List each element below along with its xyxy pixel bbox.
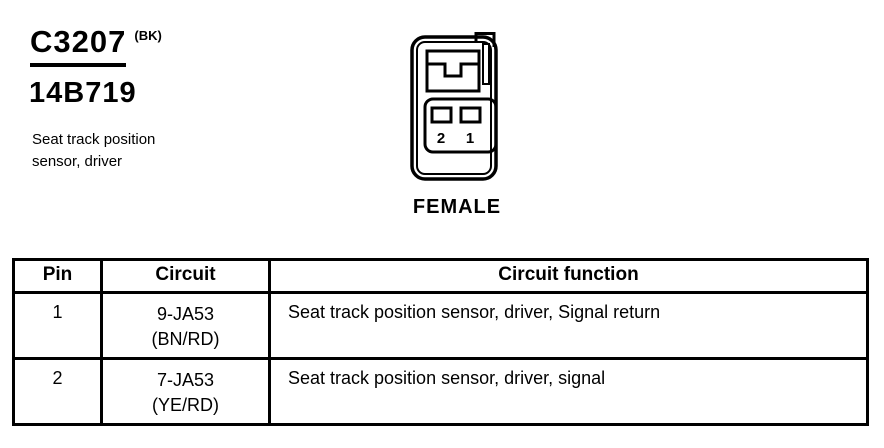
circuit-cell: 7-JA53 (YE/RD) xyxy=(100,357,271,426)
socket-pin-2 xyxy=(430,106,453,124)
circuit-function-cell: Seat track position sensor, driver, sign… xyxy=(268,357,869,426)
connector-inner-shell xyxy=(416,41,492,175)
connector-diagram: 2 1 xyxy=(410,32,498,181)
socket-pin-1 xyxy=(459,106,482,124)
part-number: 14B719 xyxy=(29,77,137,109)
col-header-circuit-function: Circuit function xyxy=(268,258,869,294)
connector-description: Seat track position sensor, driver xyxy=(32,129,155,173)
connector-id: C3207 xyxy=(30,25,127,67)
table-row-pin-2: 2 7-JA53 (YE/RD) Seat track position sen… xyxy=(12,357,869,426)
connector-description-line2: sensor, driver xyxy=(32,153,123,170)
pin-number-cell: 2 xyxy=(12,357,103,426)
connector-figure: 2 1 FEMALE xyxy=(408,31,506,219)
connector-latch-notch xyxy=(428,62,478,78)
connector-latch-housing xyxy=(425,49,481,93)
pinout-table: Pin Circuit Circuit function 1 9-JA53 (B… xyxy=(12,258,869,426)
circuit-function-cell: Seat track position sensor, driver, Sign… xyxy=(268,291,869,360)
circuit-wire-color: (YE/RD) xyxy=(152,395,219,415)
pin-number-cell: 1 xyxy=(12,291,103,360)
pin-label-1: 1 xyxy=(466,130,474,147)
circuit-code: 9-JA53 xyxy=(156,304,215,324)
connector-id-row: C3207 (BK) xyxy=(30,25,162,67)
col-header-circuit: Circuit xyxy=(100,258,271,294)
connector-gender-label: FEMALE xyxy=(412,196,502,218)
table-header-row: Pin Circuit Circuit function xyxy=(12,258,869,294)
circuit-cell: 9-JA53 (BN/RD) xyxy=(100,291,271,360)
col-header-pin: Pin xyxy=(12,258,103,294)
circuit-code: 7-JA53 xyxy=(156,370,215,390)
connector-color-code: (BK) xyxy=(134,28,162,43)
connector-cavity xyxy=(423,97,498,154)
pin-label-2: 2 xyxy=(437,130,445,147)
circuit-wire-color: (BN/RD) xyxy=(151,329,220,349)
connector-corner-tab xyxy=(474,32,496,47)
table-row-pin-1: 1 9-JA53 (BN/RD) Seat track position sen… xyxy=(12,291,869,360)
connector-description-line1: Seat track position xyxy=(32,131,156,148)
connector-side-slot xyxy=(482,43,490,85)
